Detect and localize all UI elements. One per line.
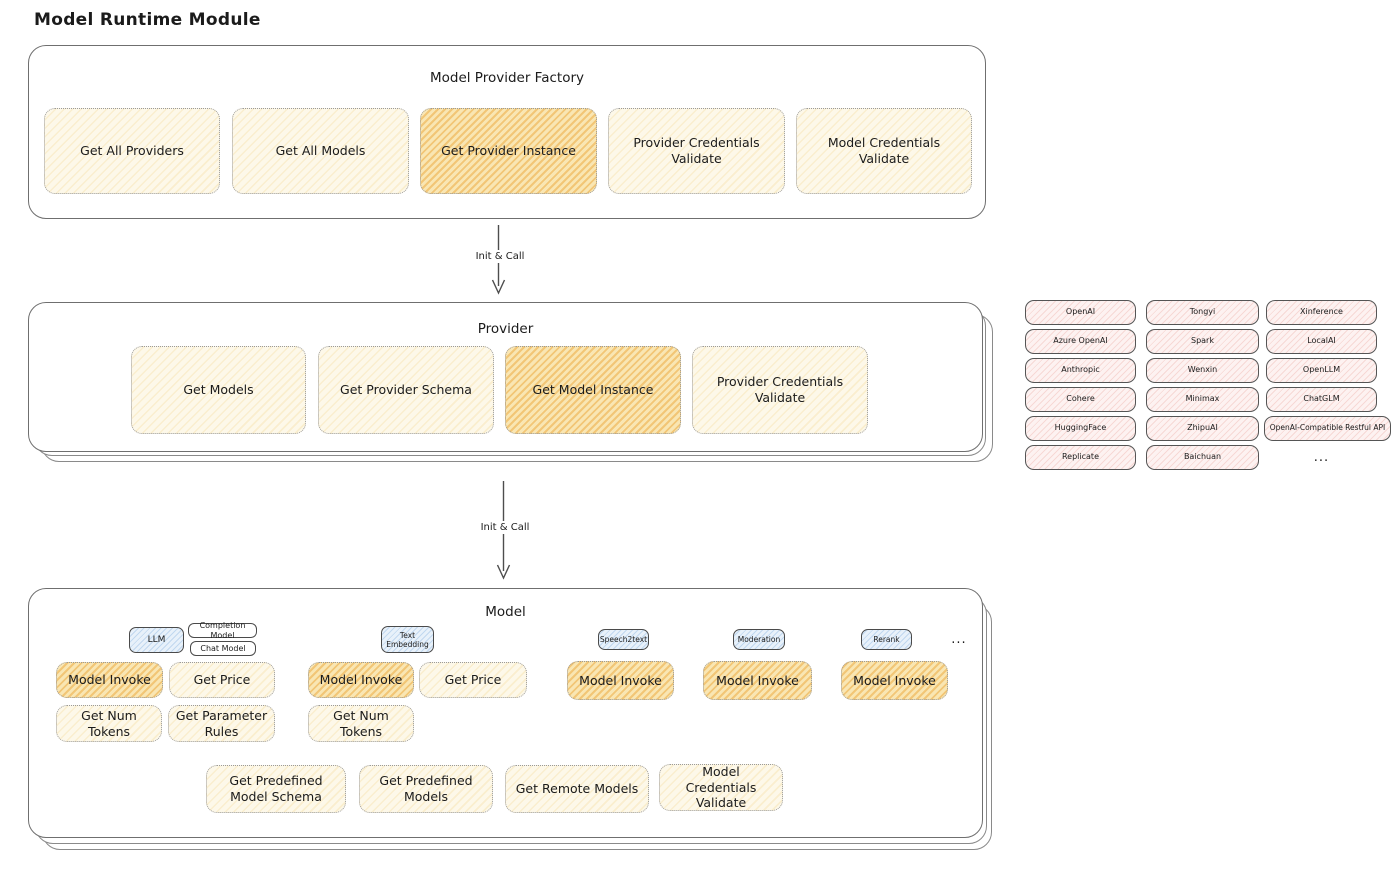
- model-container: Model LLM Completion Model Chat Model Te…: [28, 588, 983, 838]
- provider-tile-azure-openai: Azure OpenAI: [1025, 329, 1136, 354]
- provider-container: Provider Get Models Get Provider Schema …: [28, 302, 983, 452]
- model-type-completion-model: Completion Model: [188, 621, 257, 640]
- provider-tile-spark: Spark: [1146, 329, 1259, 354]
- provider-tile-chatglm: ChatGLM: [1266, 387, 1377, 412]
- model-op-get-parameter-rules: Get Parameter Rules: [168, 705, 275, 742]
- factory-title: Model Provider Factory: [429, 70, 584, 86]
- provider-tile-minimax: Minimax: [1146, 387, 1259, 412]
- model-type-text-embedding: Text Embedding: [381, 626, 434, 653]
- model-op-invoke-speech2text: Model Invoke: [567, 661, 674, 700]
- model-types-ellipsis: ...: [951, 632, 967, 647]
- factory-op-model-credentials-validate: Model Credentials Validate: [796, 108, 972, 194]
- provider-tile-tongyi: Tongyi: [1146, 300, 1259, 325]
- provider-tile-wenxin: Wenxin: [1146, 358, 1259, 383]
- model-type-moderation: Moderation: [733, 629, 785, 650]
- model-op-get-predefined-model-schema: Get Predefined Model Schema: [206, 765, 346, 813]
- model-op-get-num-tokens-llm: Get Num Tokens: [56, 705, 162, 742]
- model-op-get-remote-models: Get Remote Models: [505, 765, 649, 813]
- model-op-get-predefined-models: Get Predefined Models: [359, 765, 493, 813]
- provider-op-get-models: Get Models: [131, 346, 306, 434]
- model-type-llm: LLM: [129, 627, 184, 653]
- model-op-invoke-moderation: Model Invoke: [703, 661, 812, 700]
- factory-op-get-all-models: Get All Models: [232, 108, 409, 194]
- provider-tile-openllm: OpenLLM: [1266, 358, 1377, 383]
- factory-op-get-all-providers: Get All Providers: [44, 108, 220, 194]
- model-type-rerank: Rerank: [861, 629, 912, 650]
- provider-tile-localai: LocalAI: [1266, 329, 1377, 354]
- provider-tile-xinference: Xinference: [1266, 300, 1377, 325]
- model-op-get-price-llm: Get Price: [169, 662, 275, 698]
- model-op-invoke-rerank: Model Invoke: [841, 661, 948, 700]
- provider-tile-baichuan: Baichuan: [1146, 445, 1259, 470]
- provider-title: Provider: [477, 321, 534, 337]
- model-op-invoke-text-embedding: Model Invoke: [308, 662, 414, 698]
- provider-tile-openai-compatible-restful-api: OpenAI-Compatible Restful API: [1264, 416, 1391, 441]
- model-type-speech2text: Speech2text: [598, 629, 649, 650]
- factory-op-get-provider-instance: Get Provider Instance: [420, 108, 597, 194]
- provider-tile-zhipuai: ZhipuAI: [1146, 416, 1259, 441]
- model-op-model-credentials-validate: Model Credentials Validate: [659, 764, 783, 811]
- page-title: Model Runtime Module: [34, 10, 261, 30]
- provider-tile-huggingface: HuggingFace: [1025, 416, 1136, 441]
- provider-tile-ellipsis: ...: [1313, 450, 1330, 465]
- provider-tile-cohere: Cohere: [1025, 387, 1136, 412]
- provider-tile-replicate: Replicate: [1025, 445, 1136, 470]
- factory-op-provider-credentials-validate: Provider Credentials Validate: [608, 108, 785, 194]
- arrow-1-label: Init & Call: [468, 250, 532, 263]
- model-op-invoke-llm: Model Invoke: [56, 662, 163, 698]
- model-title: Model: [485, 604, 526, 620]
- model-type-chat-model: Chat Model: [190, 641, 256, 656]
- provider-tile-anthropic: Anthropic: [1025, 358, 1136, 383]
- model-op-get-price-text-embedding: Get Price: [419, 662, 527, 698]
- provider-op-get-provider-schema: Get Provider Schema: [318, 346, 494, 434]
- provider-op-provider-credentials-validate: Provider Credentials Validate: [692, 346, 868, 434]
- provider-op-get-model-instance: Get Model Instance: [505, 346, 681, 434]
- factory-container: Model Provider Factory Get All Providers…: [28, 45, 986, 219]
- model-op-get-num-tokens-text-embedding: Get Num Tokens: [308, 705, 414, 742]
- provider-tile-openai: OpenAI: [1025, 300, 1136, 325]
- arrow-2-label: Init & Call: [473, 521, 537, 534]
